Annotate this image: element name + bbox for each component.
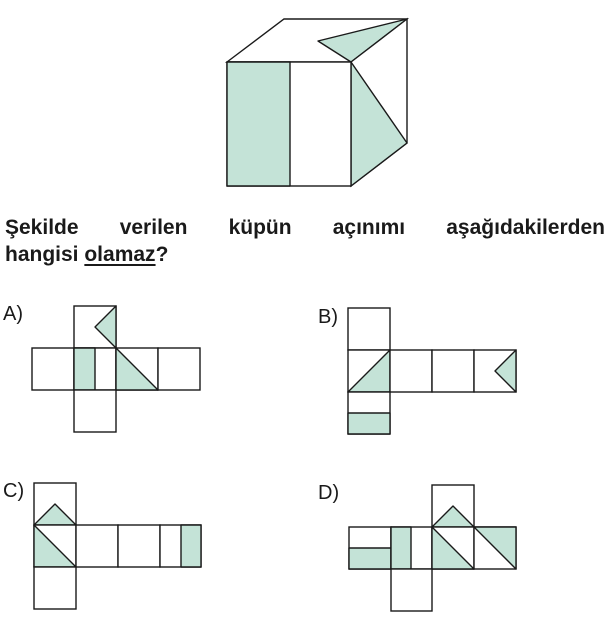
question-prefix: hangisi <box>5 243 85 266</box>
net-option-b[interactable] <box>347 307 517 435</box>
option-d-label[interactable]: D) <box>318 482 340 504</box>
question-emphasis: olamaz <box>84 243 156 266</box>
option-b-label[interactable]: B) <box>318 306 338 328</box>
question-line-2: hangisi olamaz? <box>5 242 605 268</box>
question-suffix: ? <box>155 243 169 266</box>
net-option-a[interactable] <box>31 305 201 433</box>
question-line-1: Şekilde verilen küpün açınımı aşağıdakil… <box>5 216 605 239</box>
option-c-label[interactable]: C) <box>3 480 25 502</box>
option-a-label[interactable]: A) <box>3 303 23 325</box>
net-option-d[interactable] <box>348 484 517 612</box>
net-option-c[interactable] <box>33 482 202 610</box>
cube-figure <box>224 17 410 188</box>
